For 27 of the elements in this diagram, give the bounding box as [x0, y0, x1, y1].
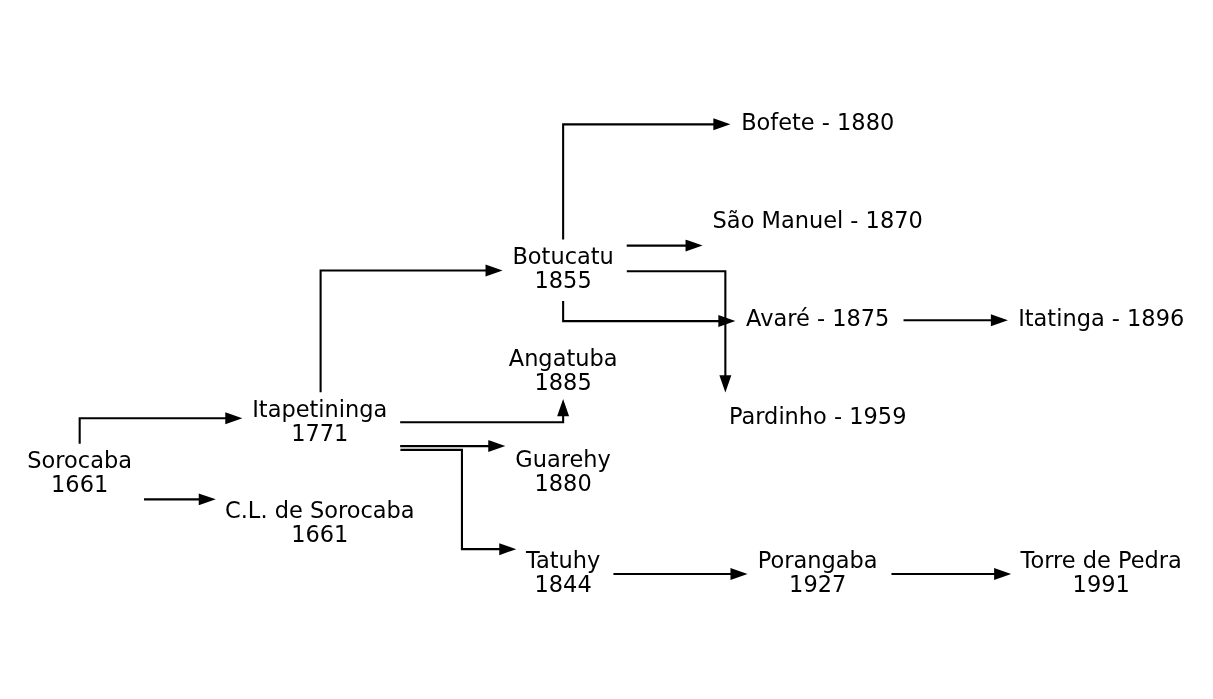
node-text: Porangaba 1927	[757, 546, 878, 597]
arrow	[562, 300, 736, 327]
node-text: Guarehy 1880	[515, 445, 611, 496]
node-text: Sorocaba 1661	[27, 446, 133, 497]
arrow	[78, 411, 243, 444]
arrow	[891, 567, 1012, 580]
arrow	[903, 313, 1008, 326]
arrow	[400, 439, 506, 452]
node-text: Itapetininga 1771	[252, 395, 388, 446]
node-text: Avaré - 1875	[746, 304, 890, 331]
arrow	[400, 398, 570, 423]
node-text: Bofete - 1880	[741, 108, 895, 135]
node-text: Itatinga - 1896	[1018, 304, 1185, 331]
arrow	[562, 117, 731, 239]
node-text: Torre de Pedra 1991	[1020, 546, 1182, 597]
node-text: Angatuba 1885	[508, 344, 618, 395]
node-text: São Manuel - 1870	[712, 206, 923, 233]
node-text: Pardinho - 1959	[728, 402, 907, 429]
arrow	[626, 239, 703, 252]
arrow	[400, 448, 517, 555]
node-text: C.L. de Sorocaba 1661	[225, 496, 415, 547]
arrow	[319, 264, 503, 392]
node-text: Botucatu 1855	[512, 242, 614, 293]
arrow	[626, 269, 732, 392]
arrow	[613, 567, 748, 580]
node-text: Tatuhy 1844	[525, 546, 601, 597]
arrow	[144, 492, 216, 505]
